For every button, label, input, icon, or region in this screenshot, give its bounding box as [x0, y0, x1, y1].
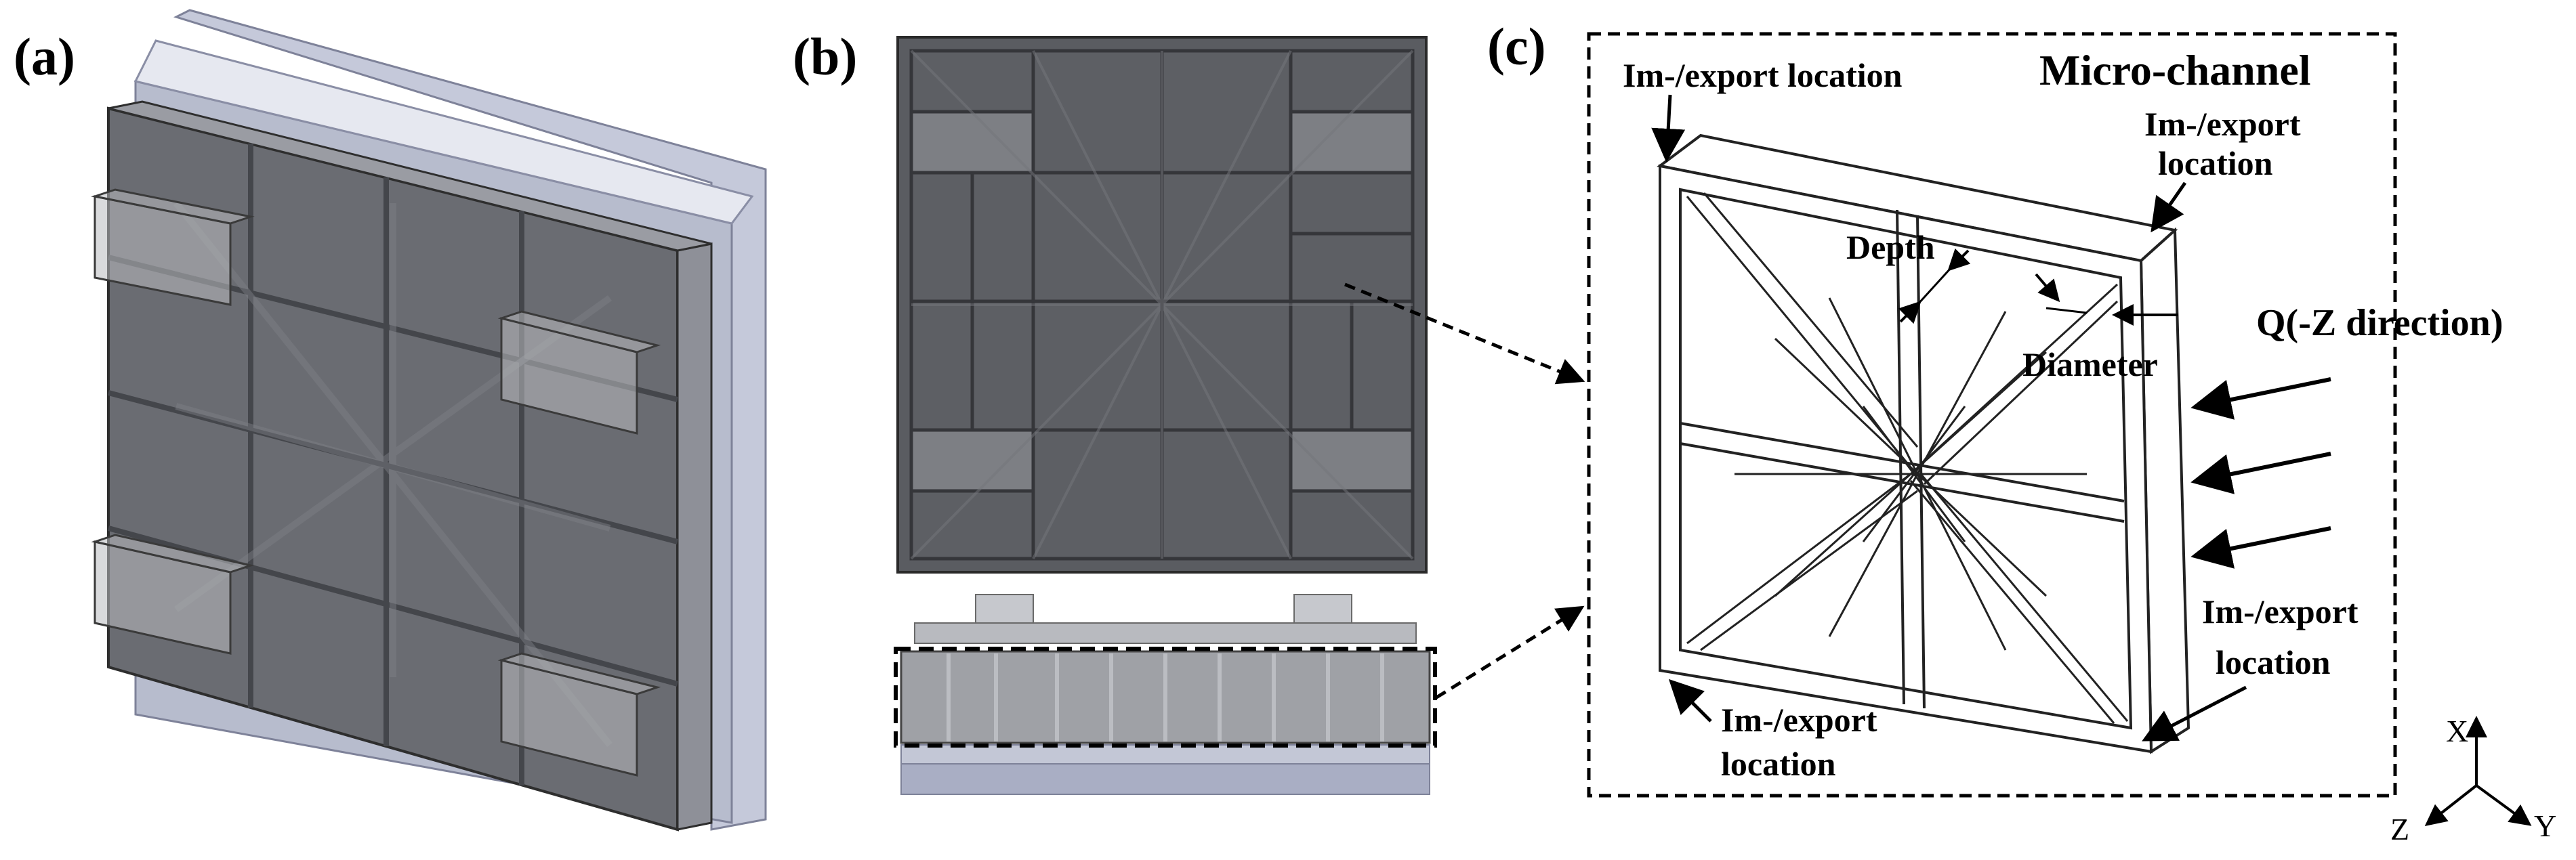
panel-b-top-view	[896, 36, 1428, 574]
panel-a: (a)	[14, 9, 767, 832]
panel-a-plate	[107, 100, 713, 832]
anno-top-left-location: Im-/export location	[1623, 56, 1903, 94]
anno-bottom-left-location-2: location	[1721, 745, 1836, 783]
axis-z-label: Z	[2390, 812, 2409, 846]
panel-b: (b)	[793, 27, 1585, 795]
anno-bottom-right-location-1: Im-/export	[2202, 593, 2359, 630]
panel-c-label: (c)	[1487, 17, 1546, 76]
panel-c-annotations: Im-/export location Im-/export location …	[1623, 56, 2503, 783]
axis-x-label: X	[2446, 714, 2468, 748]
anno-bottom-right-location-2: location	[2216, 643, 2331, 681]
panel-c-dashed-frame	[1587, 32, 2397, 798]
panel-a-connectors	[91, 188, 661, 777]
axis-z-arrow	[2424, 784, 2478, 826]
micro-channel-frame	[1657, 133, 2190, 754]
panel-b-side-view	[894, 594, 1437, 795]
panel-a-label: (a)	[14, 27, 75, 86]
panel-b-label: (b)	[793, 27, 857, 86]
anno-top-right-location-1: Im-/export	[2144, 105, 2301, 143]
panel-c-title: Micro-channel	[2039, 46, 2311, 94]
anno-flow-direction: Q(-Z direction)	[2256, 302, 2503, 344]
anno-depth: Depth	[1846, 228, 1935, 266]
anno-bottom-left-location-1: Im-/export	[1721, 701, 1877, 739]
panel-c: (c) Micro-channel	[1487, 17, 2503, 798]
axis-triad	[2424, 716, 2532, 826]
axis-y-arrow	[2475, 784, 2532, 826]
panel-b-to-c-arrows	[1344, 282, 1585, 700]
axis-y-label: Y	[2534, 809, 2556, 843]
anno-top-right-location-2: location	[2158, 144, 2273, 182]
anno-diameter: Diameter	[2022, 345, 2158, 383]
